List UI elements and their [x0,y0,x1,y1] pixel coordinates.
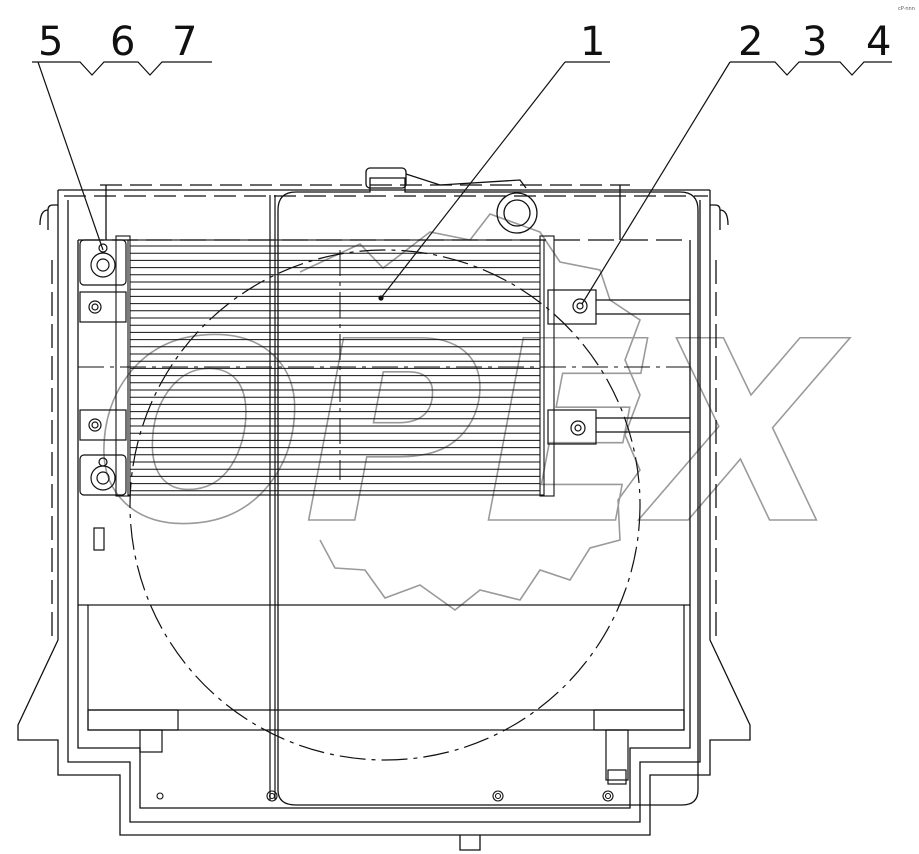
oil-cooler-core [115,235,555,497]
callout-5: 5 [38,19,63,65]
header-tank [277,167,699,806]
filler-cap-inner [503,199,531,227]
callout-2: 2 [738,19,763,65]
cooler-fins [130,245,540,492]
bolt-right-lower [570,420,586,436]
callout-6: 6 [110,19,135,65]
bolt-left-upper [88,300,102,314]
fan-shroud-circle [129,249,641,761]
lower-section [78,604,690,785]
corner-stamp: cP·nnn [898,6,915,12]
callout-7: 7 [172,19,197,65]
watermark-gear-outline [299,213,641,612]
drain-plug [93,527,105,551]
split-lines [269,195,276,800]
bolts [88,243,588,491]
bolt-left-top [90,252,116,278]
bolt-left-lower [88,418,102,432]
callout-3: 3 [802,19,827,65]
callout-4: 4 [866,19,891,65]
bolt-right-upper [572,298,588,314]
callout-leaders [32,61,892,305]
mount-holes [156,790,614,802]
callout-1: 1 [580,19,605,65]
filler-cap-outer [496,192,538,234]
brackets [79,239,690,496]
